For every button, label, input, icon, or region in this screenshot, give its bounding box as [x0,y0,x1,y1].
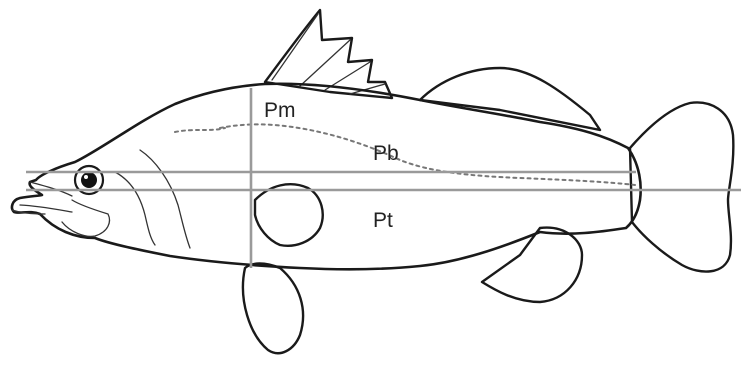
caudal-fin [630,102,733,271]
label-pm: Pm [264,100,296,121]
pectoral-fin [255,184,323,246]
label-pt: Pt [373,210,393,231]
anal-fin [482,228,582,302]
lateral-line [220,124,635,185]
eye-highlight [84,175,88,179]
jaw-outline [62,200,109,236]
preoperculum-line [115,172,155,245]
soft-dorsal-fin [420,68,600,130]
lateral-line-upper [175,128,225,132]
pelvic-fin [243,264,303,354]
eye-pupil-icon [81,172,97,188]
gill-cover-line [140,150,190,248]
label-pb: Pb [373,143,399,164]
